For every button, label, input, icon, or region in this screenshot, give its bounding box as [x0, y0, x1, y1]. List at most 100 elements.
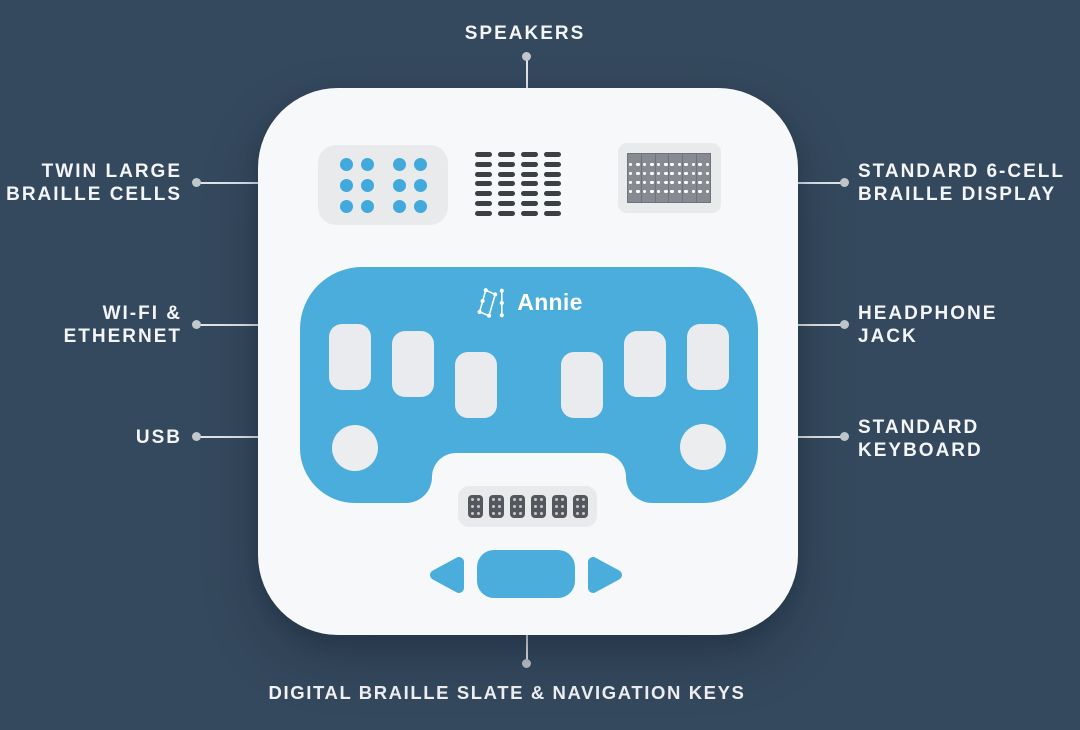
dot: [664, 180, 668, 185]
dot: [691, 189, 696, 194]
slate-cell: [530, 495, 546, 518]
dot: [518, 505, 522, 508]
nav-left-arrow-key: [430, 557, 464, 593]
dot: [698, 171, 702, 176]
dot: [656, 162, 661, 167]
dot: [539, 498, 543, 501]
dot: [520, 191, 538, 197]
dot: [560, 512, 564, 515]
braille-display-cells: [627, 153, 711, 203]
dot: [475, 152, 492, 157]
slate-cell: [551, 495, 567, 518]
dot: [698, 189, 702, 194]
dot: [650, 180, 654, 185]
label-braille-display: STANDARD 6-CELL BRAILLE DISPLAY: [858, 161, 1065, 205]
dot: [554, 498, 558, 501]
dot: [705, 171, 710, 176]
slate-cell: [509, 495, 525, 518]
dot: [691, 162, 696, 167]
dot: [339, 157, 353, 171]
label-twin-braille-cells: TWIN LARGE BRAILLE CELLS: [6, 161, 182, 205]
dot: [650, 171, 654, 176]
dot: [684, 171, 688, 176]
dot: [554, 505, 558, 508]
dot: [497, 505, 501, 508]
leader-line-slate: [526, 633, 528, 664]
slate-cell: [572, 495, 588, 518]
dot: [392, 199, 406, 213]
dot: [533, 512, 537, 515]
leader-dot-twin-cells: [192, 178, 201, 187]
dot: [518, 512, 522, 515]
leader-line-keyboard: [794, 436, 842, 438]
dot: [520, 201, 538, 207]
dot: [512, 512, 516, 515]
dot: [543, 171, 561, 177]
round-key-right: [680, 424, 726, 470]
dot: [705, 162, 710, 167]
dot: [470, 512, 474, 515]
leader-line-usb: [200, 436, 262, 438]
leader-line-wifi: [200, 324, 264, 326]
braille-key-1: [329, 324, 371, 390]
dot: [636, 180, 640, 185]
dot: [360, 157, 374, 171]
dot: [476, 498, 480, 501]
dot: [575, 505, 579, 508]
dot: [656, 171, 661, 176]
braille-key-5: [624, 331, 666, 397]
leader-line-twin-cells: [200, 182, 262, 184]
dot: [670, 162, 674, 167]
dot: [476, 505, 480, 508]
dot: [698, 180, 702, 185]
dot: [360, 199, 374, 213]
dot: [512, 505, 516, 508]
dot: [650, 189, 654, 194]
dot: [475, 201, 492, 207]
leader-line-speakers: [526, 57, 528, 90]
leader-dot-keyboard: [840, 432, 849, 441]
dot: [656, 180, 661, 185]
dot: [642, 162, 647, 167]
dot: [543, 161, 561, 167]
label-wifi-ethernet: WI-FI & ETHERNET: [63, 303, 182, 347]
six-cell-braille-display: [618, 143, 721, 213]
nav-right-arrow-key: [588, 557, 622, 593]
dot: [575, 498, 579, 501]
dot: [539, 505, 543, 508]
dot: [664, 171, 668, 176]
slate-cell: [488, 495, 504, 518]
dot: [497, 512, 501, 515]
dot: [560, 505, 564, 508]
dot: [497, 498, 501, 501]
dot: [518, 498, 522, 501]
dot: [497, 161, 515, 167]
dot: [628, 189, 633, 194]
dot: [636, 171, 640, 176]
dot: [642, 171, 647, 176]
leader-dot-wifi: [192, 320, 201, 329]
dot: [543, 181, 561, 187]
braille-key-6: [687, 324, 729, 390]
dot: [642, 189, 647, 194]
label-standard-keyboard: STANDARD KEYBOARD: [858, 417, 983, 461]
dot: [470, 505, 474, 508]
twin-cells-group: [318, 145, 448, 225]
dot: [677, 171, 682, 176]
dot: [533, 505, 537, 508]
dot: [475, 171, 492, 177]
dot: [539, 512, 543, 515]
dot: [670, 171, 674, 176]
dot: [520, 152, 538, 157]
leader-dot-headphone: [840, 320, 849, 329]
dot: [677, 162, 682, 167]
annie-logo-icon: [477, 288, 505, 318]
dot: [581, 505, 585, 508]
dot: [512, 498, 516, 501]
dot: [491, 498, 495, 501]
dot: [475, 210, 492, 216]
dot: [656, 189, 661, 194]
dot: [581, 512, 585, 515]
dot: [677, 189, 682, 194]
